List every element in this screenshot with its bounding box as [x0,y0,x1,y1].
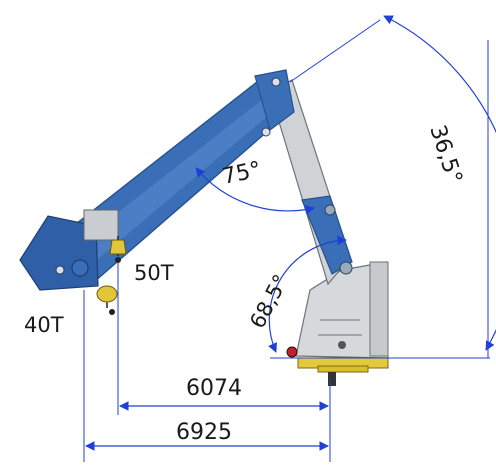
angle-base-label: 68,5° [245,271,293,333]
hook-far [96,285,118,315]
angle-slew-label: 36,5° [424,122,466,187]
load-near-label: 50T [134,261,174,285]
dimension-long-label: 6925 [176,420,232,445]
crane-boom [19,69,295,291]
load-far-label: 40T [24,313,64,337]
dimension-lines [83,15,496,462]
crane-base [286,261,389,386]
dimension-short-label: 6074 [186,376,242,401]
hook-near [109,236,127,263]
